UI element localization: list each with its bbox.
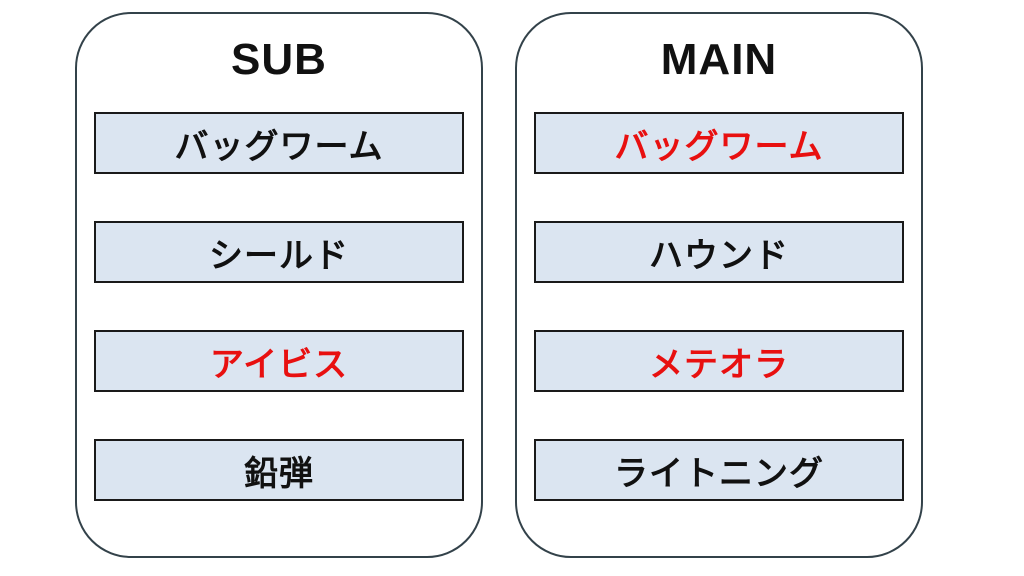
- trigger-slot: 鉛弾: [94, 439, 464, 501]
- trigger-slot: バッグワーム: [94, 112, 464, 174]
- trigger-slot-label: バッグワーム: [174, 127, 384, 166]
- trigger-slot-label: バッグワーム: [614, 127, 824, 166]
- trigger-slot: ライトニング: [534, 439, 904, 501]
- trigger-slot: メテオラ: [534, 330, 904, 392]
- trigger-slot-label: ハウンド: [649, 236, 789, 275]
- trigger-slot: ハウンド: [534, 221, 904, 283]
- panel-main-title: MAIN: [660, 35, 778, 84]
- trigger-slot: アイビス: [94, 330, 464, 392]
- trigger-slot-label: シールド: [209, 236, 349, 275]
- trigger-slot: シールド: [94, 221, 464, 283]
- trigger-slot: バッグワーム: [534, 112, 904, 174]
- trigger-slot-label: アイビス: [209, 345, 349, 384]
- trigger-slot-label: メテオラ: [649, 345, 789, 384]
- panel-sub-slot-list: バッグワーム シールド アイビス 鉛弾: [77, 112, 481, 501]
- panel-sub: SUB バッグワーム シールド アイビス 鉛弾: [75, 12, 483, 558]
- panel-main-slot-list: バッグワーム ハウンド メテオラ ライトニング: [517, 112, 921, 501]
- trigger-slot-label: ライトニング: [614, 454, 824, 493]
- panel-main: MAIN バッグワーム ハウンド メテオラ ライトニング: [515, 12, 923, 558]
- trigger-slot-label: 鉛弾: [244, 454, 314, 493]
- panel-sub-title: SUB: [231, 35, 327, 84]
